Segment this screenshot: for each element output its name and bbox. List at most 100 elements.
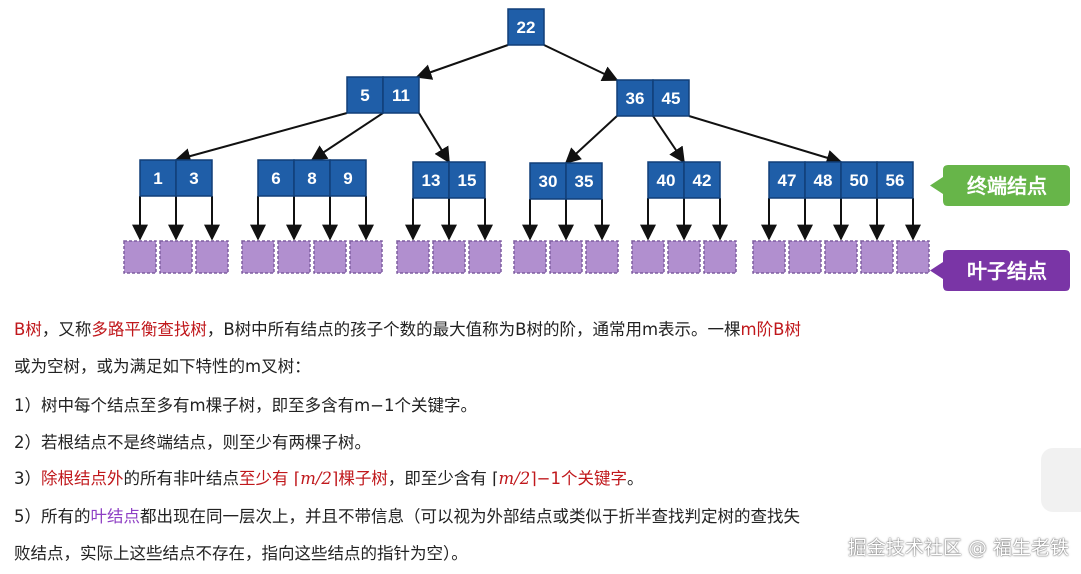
node-key: 11 [392, 86, 410, 105]
node-key: 36 [626, 89, 645, 108]
node-key: 1 [153, 169, 162, 188]
terminal-node: 47 48 50 56 [768, 161, 914, 199]
side-scroll-tab[interactable] [1041, 448, 1081, 512]
tree-edge [652, 115, 685, 164]
leaf-node [585, 240, 619, 274]
node-key: 47 [778, 171, 797, 190]
terminal-node: 30 35 [529, 162, 603, 200]
leaf-node [313, 240, 347, 274]
term-m-order-b-tree: m阶B树 [740, 320, 801, 339]
leaf-node [631, 240, 665, 274]
node-key: 40 [657, 171, 676, 190]
term-multiway-balanced-search-tree: 多路平衡查找树 [91, 320, 207, 339]
formula-m-over-2: m/2 [300, 469, 332, 488]
leaf-node [277, 240, 311, 274]
leaf-node [349, 240, 383, 274]
root-node: 22 [507, 8, 545, 46]
node-key-cell [652, 79, 690, 117]
node-key: 9 [343, 169, 352, 188]
node-key-cell [565, 162, 603, 200]
node-key-cell [329, 159, 367, 197]
node-key-cell [616, 79, 654, 117]
node-key-cell [768, 161, 806, 199]
node-key: 35 [575, 172, 594, 191]
node-key: 30 [539, 172, 558, 191]
terminal-node-tag [930, 165, 1070, 206]
formula-m-over-2: m/2 [498, 469, 531, 488]
term-leaf-node: 叶结点 [90, 507, 141, 526]
text-segment: ，又称 [41, 320, 92, 339]
property-3: 3）除根结点外的所有非叶结点至少有 ⌈m/2⌉棵子树，即至少含有 ⌈m/2⌉−1… [14, 465, 643, 489]
property-2: 2）若根结点不是终端结点，则至少有两棵子树。 [14, 433, 371, 452]
leaf-placeholders [123, 240, 930, 274]
text-segment: ，B树中所有结点的孩子个数的最大值称为B树的阶，通常用m表示。一棵 [206, 320, 741, 339]
node-key: 48 [814, 171, 833, 190]
property-5-continued: 败结点，实际上这些结点不存在，指向这些结点的指针为空）。 [14, 544, 468, 563]
tree-edge [310, 112, 384, 161]
text-segment: ，即至少含有 ⌈ [387, 469, 499, 488]
leaf-node [549, 240, 583, 274]
leaf-node [123, 240, 157, 274]
leaf-node [396, 240, 430, 274]
property-1: 1）树中每个结点至多有m棵子树，即至多含有m−1个关键字。 [14, 396, 477, 415]
leaf-node [703, 240, 737, 274]
node-key: 3 [189, 169, 198, 188]
node-key-cell [507, 8, 545, 46]
node-key-cell [257, 159, 295, 197]
text-segment: ⌉−1个关键字 [530, 469, 627, 488]
node-key-cell [647, 161, 685, 199]
node-key: 42 [693, 171, 712, 190]
node-key: 15 [458, 171, 477, 190]
leaf-node [468, 240, 502, 274]
tree-edge [174, 112, 348, 164]
leaf-node [752, 240, 786, 274]
leaf-node [824, 240, 858, 274]
terminal-node: 40 42 [647, 161, 721, 199]
node-key: 13 [422, 171, 441, 190]
node-key: 6 [271, 169, 280, 188]
node-key: 5 [360, 86, 369, 105]
tree-edge [543, 44, 619, 81]
leaf-node [241, 240, 275, 274]
leaf-node-label: 叶子结点 [967, 259, 1047, 283]
tree-edge [564, 115, 618, 165]
node-key-cell [346, 76, 384, 114]
tags: 终端结点 叶子结点 [930, 165, 1070, 291]
watermark: 掘金技术社区 @ 福生老铁 [847, 537, 1069, 559]
text-segment: ⌉棵子树 [331, 469, 388, 488]
node-key-cell [683, 161, 721, 199]
leaf-node-tag [930, 250, 1070, 291]
terminal-node-label: 终端结点 [967, 174, 1047, 198]
leaf-node [195, 240, 229, 274]
tree-edge [688, 115, 843, 166]
internal-node: 5 11 [346, 76, 420, 114]
text-segment: 的所有非叶结点 [123, 469, 240, 488]
node-key-cell [448, 161, 486, 199]
terminal-node: 13 15 [412, 161, 486, 199]
text-segment: 都出现在同一层次上，并且不带信息（可以视为外部结点或类似于折半查找判定树的查找失 [140, 507, 800, 526]
text-segment: 。 [626, 469, 644, 488]
node-key: 22 [517, 18, 536, 37]
tree-edge [418, 112, 450, 164]
node-key-cell [529, 162, 567, 200]
node-key-cell [876, 161, 914, 199]
property-5: 5）所有的叶结点都出现在同一层次上，并且不带信息（可以视为外部结点或类似于折半查… [14, 503, 800, 527]
definition-line-2: 或为空树，或为满足如下特性的m叉树： [14, 357, 311, 376]
leaf-node [860, 240, 894, 274]
definition-line-1: B树，又称多路平衡查找树，B树中所有结点的孩子个数的最大值称为B树的阶，通常用m… [14, 316, 801, 340]
node-key-cell [139, 159, 177, 197]
text-segment: 5）所有的 [14, 507, 91, 526]
node-key: 56 [886, 171, 905, 190]
node-key-cell [382, 76, 420, 114]
text-segment: 3） [14, 469, 41, 488]
leaf-node [896, 240, 930, 274]
term-except-root: 除根结点外 [41, 469, 124, 488]
node-key: 50 [850, 171, 869, 190]
leaf-node [788, 240, 822, 274]
term-b-tree: B树 [14, 320, 42, 339]
leaf-node [513, 240, 547, 274]
